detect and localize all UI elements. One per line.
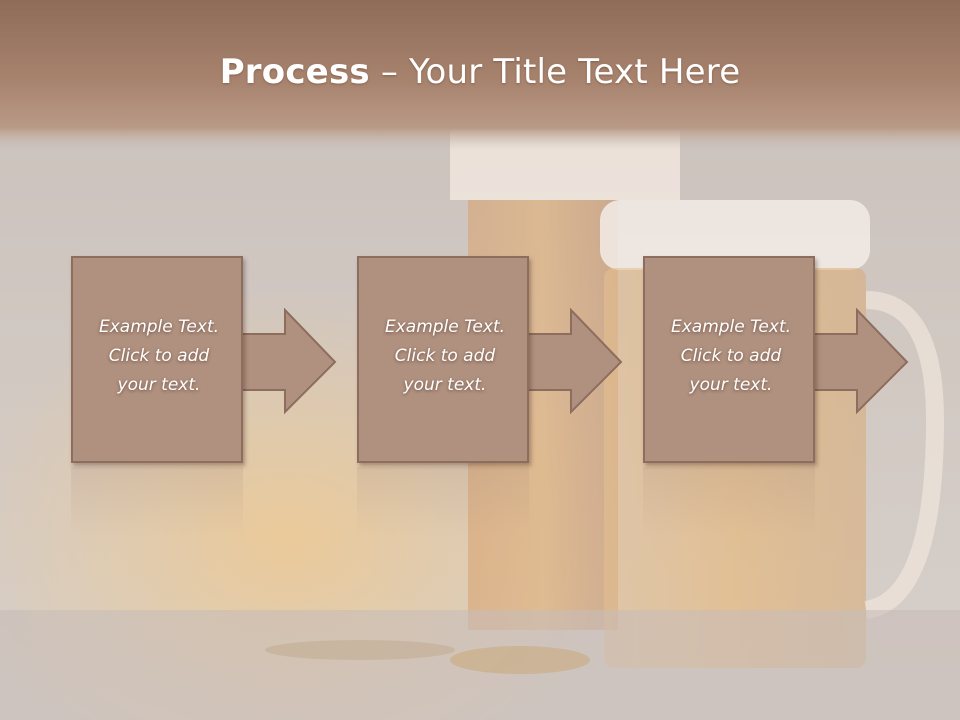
slide-title[interactable]: Process – Your Title Text Here bbox=[0, 52, 960, 92]
process-step-2[interactable]: Example Text. Click to add your text. bbox=[357, 256, 623, 466]
step-box[interactable]: Example Text. Click to add your text. bbox=[71, 256, 243, 463]
step-text-line: your text. bbox=[117, 375, 201, 395]
right-arrow-icon bbox=[812, 308, 909, 415]
process-step-1[interactable]: Example Text. Click to add your text. bbox=[71, 256, 337, 466]
step-text-line: your text. bbox=[689, 375, 773, 395]
step-box[interactable]: Example Text. Click to add your text. bbox=[357, 256, 529, 463]
step-reflection bbox=[71, 467, 243, 537]
step-text[interactable]: Example Text. Click to add your text. bbox=[359, 313, 531, 400]
step-box[interactable]: Example Text. Click to add your text. bbox=[643, 256, 815, 463]
step-text-line: Example Text. bbox=[384, 317, 506, 337]
step-text-line: Example Text. bbox=[670, 317, 792, 337]
step-text[interactable]: Example Text. Click to add your text. bbox=[73, 313, 245, 400]
title-bold: Process bbox=[219, 52, 370, 92]
step-reflection bbox=[357, 467, 529, 537]
process-step-3[interactable]: Example Text. Click to add your text. bbox=[643, 256, 909, 466]
step-reflection bbox=[643, 467, 815, 537]
right-arrow-icon bbox=[240, 308, 337, 415]
title-rest: – Your Title Text Here bbox=[369, 52, 741, 92]
step-text-line: Click to add bbox=[108, 346, 210, 366]
step-text-line: Click to add bbox=[394, 346, 496, 366]
step-text-line: your text. bbox=[403, 375, 487, 395]
right-arrow-icon bbox=[526, 308, 623, 415]
step-text-line: Click to add bbox=[680, 346, 782, 366]
title-band bbox=[0, 0, 960, 150]
step-text[interactable]: Example Text. Click to add your text. bbox=[645, 313, 817, 400]
step-text-line: Example Text. bbox=[98, 317, 220, 337]
